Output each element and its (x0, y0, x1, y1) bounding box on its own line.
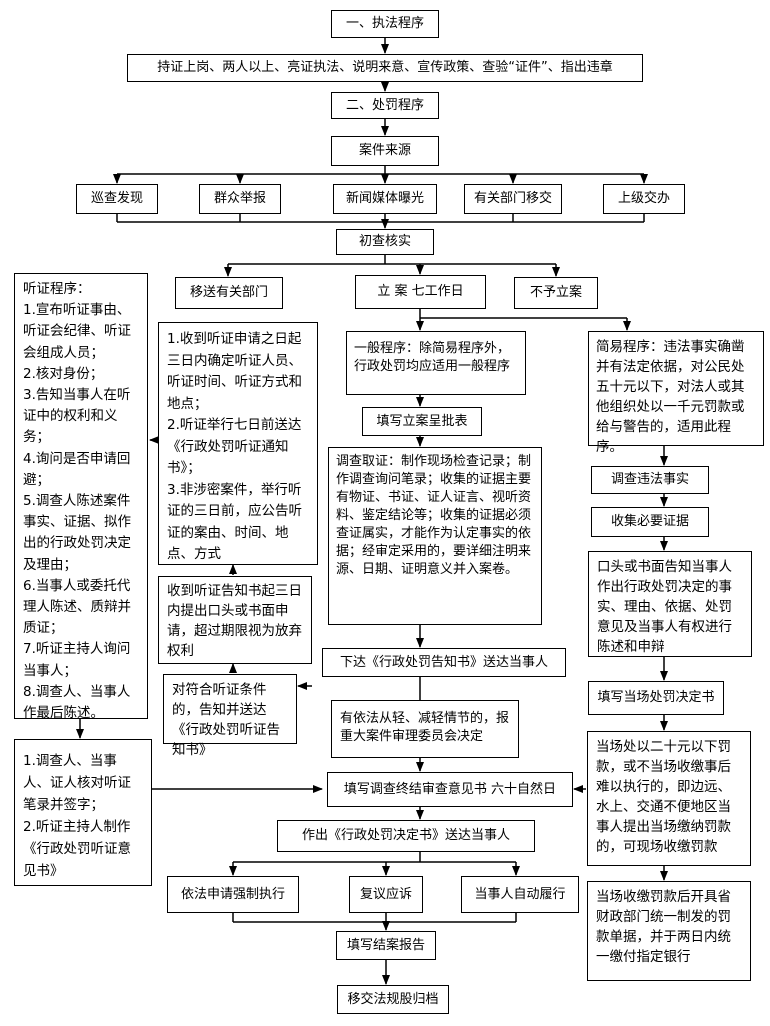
hearing-line: 7.听证主持人询问当事人； (23, 641, 131, 679)
investigation-box: 调查取证：制作现场检查记录；制作调查询问笔录；收集的证据主要有物证、书证、证人证… (328, 447, 542, 625)
transfer-department: 移送有关部门 (175, 277, 283, 309)
hearing-line: 3.告知当事人在听证中的权利和义务； (23, 387, 131, 446)
source-superior: 上级交办 (603, 184, 685, 214)
hearing-line: 1.宣布听证事由、听证会纪律、听证会组成人员； (23, 302, 131, 361)
source-patrol: 巡查发现 (76, 184, 158, 214)
decision-letter: 作出《行政处罚决定书》送达当事人 (277, 820, 535, 852)
no-file-case: 不予立案 (514, 277, 598, 309)
law-enforcement-title: 一、执法程序 (331, 10, 439, 38)
hearing-arrangement: 1.收到听证申请之日起三日内确定听证人员、听证时间、听证方式和地点； 2.听证举… (158, 322, 318, 565)
hearing-apply: 收到听证告知书起三日内提出口头或书面申请，超过期限视为放弃权利 (158, 576, 312, 664)
file-case: 立 案 七工作日 (355, 275, 486, 309)
outcome-comply: 当事人自动履行 (461, 876, 579, 913)
hearing-line: 5.调查人陈述案件事实、证据、拟作出的行政处罚决定及理由； (23, 493, 131, 573)
hearing-line: 8.调查人、当事人作最后陈述。 (23, 683, 131, 722)
source-department: 有关部门移交 (464, 184, 562, 214)
source-media: 新闻媒体曝光 (333, 184, 437, 214)
collect-evidence: 收集必要证据 (591, 507, 709, 537)
investigate-facts: 调查违法事实 (591, 466, 709, 494)
hearing-line: 4.询问是否申请回避； (23, 450, 131, 488)
outcome-review: 复议应诉 (349, 876, 423, 913)
fine-receipt: 当场收缴罚款后开具省财政部门统一制发的罚款单据，并于两日内统一缴付指定银行 (587, 881, 751, 981)
hearing-line: 6.当事人或委托代理人陈述、质辩并质证； (23, 577, 131, 637)
penalty-notice: 下达《行政处罚告知书》送达当事人 (322, 648, 566, 677)
inform-party: 口头或书面告知当事人作出行政处罚决定的事实、理由、依据、处罚意见及当事人有权进行… (588, 551, 752, 657)
simple-procedure: 简易程序：违法事实确凿并有法定依据，对公民处五十元以下，对法人或其他组织处以一千… (588, 331, 764, 455)
hearing-line: 2.核对身份； (23, 365, 104, 382)
source-report: 群众举报 (199, 184, 281, 214)
onsite-collection: 当场处以二十元以下罚款，或不当场收缴事后难以执行的，即边远、水上、交通不便地区当… (587, 731, 751, 866)
arrange-line: 2.听证举行七日前送达《行政处罚听证通知书》； (167, 417, 302, 476)
approval-form: 填写立案呈批表 (362, 407, 482, 436)
outcome-enforce: 依法申请强制执行 (167, 876, 299, 913)
final-opinion: 填写调查终结审查意见书 六十自然日 (327, 772, 573, 807)
arrange-line: 1.收到听证申请之日起三日内确定听证人员、听证时间、听证方式和地点； (167, 331, 302, 412)
hearing-notify: 对符合听证条件的，告知并送达《行政处罚听证告知书》 (163, 674, 297, 758)
hearing-line: 听证程序： (23, 281, 91, 297)
case-source: 案件来源 (331, 136, 439, 166)
record-line: 1.调查人、当事人、证人核对听证笔录并签字； (23, 753, 131, 813)
penalty-title: 二、处罚程序 (331, 92, 439, 119)
arrange-line: 3.非涉密案件，举行听证的三日前，应公告听证的案由、时间、地点、方式 (167, 481, 302, 563)
closing-report: 填写结案报告 (336, 931, 436, 960)
record-line: 2.听证主持人制作《行政处罚听证意见书》 (23, 819, 131, 879)
hearing-procedure: 听证程序： 1.宣布听证事由、听证会纪律、听证会组成人员； 2.核对身份； 3.… (14, 273, 148, 721)
onsite-decision-form: 填写当场处罚决定书 (588, 681, 724, 715)
enforcement-steps: 持证上岗、两人以上、亮证执法、说明来意、宣传政策、查验“证件”、指出违章 (127, 54, 643, 82)
general-procedure: 一般程序：除简易程序外，行政处罚均应适用一般程序 (346, 331, 526, 395)
initial-check: 初查核实 (336, 229, 434, 255)
reduce-penalty: 有依法从轻、减轻情节的，报重大案件审理委员会决定 (331, 700, 519, 758)
archive-box: 移交法规股归档 (337, 985, 449, 1014)
hearing-record: 1.调查人、当事人、证人核对听证笔录并签字； 2.听证主持人制作《行政处罚听证意… (14, 739, 152, 886)
